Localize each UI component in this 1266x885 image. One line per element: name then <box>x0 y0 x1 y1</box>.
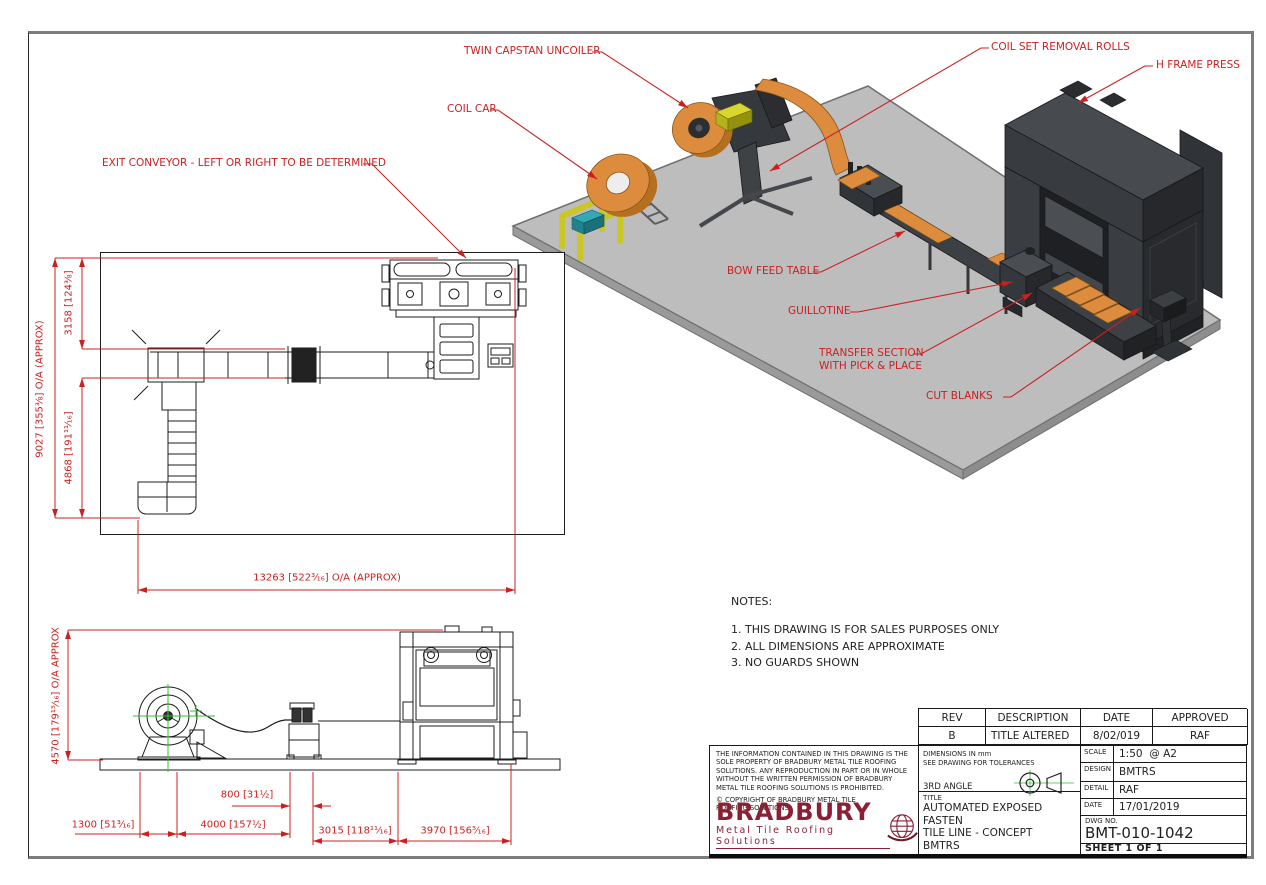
twin-capstan-uncoiler <box>672 77 853 228</box>
scale-label: SCALE <box>1081 746 1114 763</box>
title-block-middle: DIMENSIONS IN mm SEE DRAWING FOR TOLERAN… <box>919 746 1081 854</box>
label-transfer-section-line1: TRANSFER SECTION <box>819 347 924 359</box>
bradbury-logo: BRADBURY Metal Tile Roofing Solutions <box>716 800 918 849</box>
label-bow-feed-table: BOW FEED TABLE <box>727 265 820 277</box>
note-item-3: 3. NO GUARDS SHOWN <box>731 656 860 669</box>
dim-plan-overall-width: 9027 [355⅜] O/A (APPROX) <box>34 320 46 458</box>
detail-value: RAF <box>1119 783 1140 796</box>
drawing-title-line1: AUTOMATED EXPOSED FASTEN <box>923 802 1043 827</box>
dim-plan-overall-length: 13263 [522³⁄₁₆] O/A (APPROX) <box>253 572 401 584</box>
design-value: BMTRS <box>1119 765 1156 778</box>
rev-cell-date: 8/02/019 <box>1081 727 1153 745</box>
projection-cell: DIMENSIONS IN mm SEE DRAWING FOR TOLERAN… <box>919 746 1080 796</box>
plan-view <box>100 252 565 535</box>
iso-leader-lines <box>490 47 1153 398</box>
guillotine <box>999 247 1053 308</box>
copyright-text: © COPYRIGHT OF BRADBURY METAL TILE ROOFI… <box>716 796 856 813</box>
sheet-border <box>28 31 1254 859</box>
notes-section: NOTES: 1. THIS DRAWING IS FOR SALES PURP… <box>731 595 999 672</box>
coil-car <box>559 153 669 261</box>
plan-press <box>381 259 527 318</box>
third-angle-symbol-icon <box>1014 770 1074 796</box>
cut-blanks <box>1051 276 1133 324</box>
elevation-view <box>99 625 561 771</box>
drawing-title-line2: TILE LINE - CONCEPT <box>923 827 1033 839</box>
coil-on-car <box>586 153 658 217</box>
elev-press <box>397 625 528 765</box>
note-item-1: 1. THIS DRAWING IS FOR SALES PURPOSES ON… <box>731 623 1000 636</box>
legal-text: THE INFORMATION CONTAINED IN THIS DRAWIN… <box>716 750 908 792</box>
label-twin-capstan-uncoiler: TWIN CAPSTAN UNCOILER <box>464 45 601 57</box>
dim-plan-3158: 3158 [124⅜] <box>63 270 75 336</box>
rev-cell-approved: RAF <box>1153 727 1248 745</box>
elev-strip <box>194 707 292 733</box>
platform-side-right <box>962 319 1221 480</box>
plan-control-box <box>487 343 514 368</box>
dims-note-2: SEE DRAWING FOR TOLERANCES <box>923 758 1035 767</box>
detail-label: DETAIL <box>1081 781 1114 798</box>
plan-transfer <box>433 316 480 380</box>
globe-icon <box>887 814 918 842</box>
dim-elev-3015: 3015 [118¹¹⁄₁₆] <box>318 825 392 837</box>
title-block-right: SCALE 1:50 @ A2 DESIGN BMTRS DETAIL RAF … <box>1081 746 1246 854</box>
plan-uncoiler <box>131 329 221 515</box>
label-cut-blanks: CUT BLANKS <box>926 390 993 402</box>
dim-elev-4000: 4000 [157½] <box>200 819 266 831</box>
label-coil-car: COIL CAR <box>447 103 497 115</box>
elev-dim-lines <box>65 629 512 845</box>
isometric-view <box>490 47 1223 480</box>
control-pedestal <box>1149 289 1193 362</box>
scale-value: 1:50 @ A2 <box>1119 748 1177 761</box>
dim-elev-800: 800 [31½] <box>220 789 274 801</box>
uncoiler-legs <box>698 176 813 228</box>
label-coil-set-removal-rolls: COIL SET REMOVAL ROLLS <box>991 41 1130 53</box>
rev-header-approved: APPROVED <box>1153 709 1248 727</box>
angle-label: 3RD ANGLE <box>923 782 973 792</box>
detail-row: DETAIL RAF <box>1081 781 1246 799</box>
label-h-frame-press: H FRAME PRESS <box>1156 59 1240 71</box>
revision-table: REV DESCRIPTION DATE APPROVED B TITLE AL… <box>918 708 1248 745</box>
dim-elev-3970: 3970 [156⁵⁄₁₆] <box>420 825 490 837</box>
rev-header-date: DATE <box>1081 709 1153 727</box>
dwg-number: BMT-010-1042 <box>1085 824 1194 843</box>
title-block-legal-cell: THE INFORMATION CONTAINED IN THIS DRAWIN… <box>710 746 919 854</box>
dim-plan-4868: 4868 [191¹¹⁄₁₆] <box>63 411 75 485</box>
rev-header-rev: REV <box>919 709 986 727</box>
dwg-label: DWG NO. <box>1085 817 1118 826</box>
uncoiler-top-box <box>715 102 753 132</box>
coil-car-cradle <box>571 209 605 235</box>
date-label: DATE <box>1081 798 1114 816</box>
label-exit-conveyor: EXIT CONVEYOR - LEFT OR RIGHT TO BE DETE… <box>102 157 386 169</box>
elev-uncoiler <box>137 686 227 761</box>
logo-wordmark: BRADBURY <box>716 798 872 826</box>
scale-row: SCALE 1:50 @ A2 <box>1081 746 1246 764</box>
rev-cell-description: TITLE ALTERED <box>986 727 1081 745</box>
design-label: DESIGN <box>1081 763 1114 781</box>
elev-centerlines <box>133 684 215 772</box>
dims-note-1: DIMENSIONS IN mm <box>923 750 992 758</box>
rev-cell-rev: B <box>919 727 986 745</box>
label-guillotine: GUILLOTINE <box>788 305 851 317</box>
title-label: TITLE <box>923 794 942 802</box>
label-transfer-section-line2: WITH PICK & PLACE <box>819 360 923 372</box>
dwg-row: DWG NO. BMT-010-1042 <box>1081 816 1246 845</box>
date-row: DATE 17/01/2019 <box>1081 798 1246 817</box>
elev-feed <box>286 702 322 760</box>
rev-header-description: DESCRIPTION <box>986 709 1081 727</box>
title-cell: TITLE AUTOMATED EXPOSED FASTEN TILE LINE… <box>919 792 1080 854</box>
date-value: 17/01/2019 <box>1119 800 1180 813</box>
notes-heading: NOTES: <box>731 595 773 608</box>
title-block: THE INFORMATION CONTAINED IN THIS DRAWIN… <box>709 745 1247 858</box>
plan-dim-lines <box>52 163 516 594</box>
dim-elev-1300: 1300 [51³⁄₁₆] <box>71 819 135 831</box>
dim-elev-overall-height: 4570 [179¹⁵⁄₁₆] O/A APPROX <box>50 627 62 765</box>
drawing-title-line3: BMTRS <box>923 839 960 852</box>
coil-set-removal-rolls <box>837 162 903 217</box>
design-row: DESIGN BMTRS <box>1081 763 1246 782</box>
note-item-2: 2. ALL DIMENSIONS ARE APPROXIMATE <box>731 639 945 653</box>
sheet-row: SHEET 1 OF 1 <box>1085 843 1163 855</box>
logo-tagline: Metal Tile Roofing Solutions <box>716 825 890 849</box>
floor-plate <box>99 758 561 771</box>
